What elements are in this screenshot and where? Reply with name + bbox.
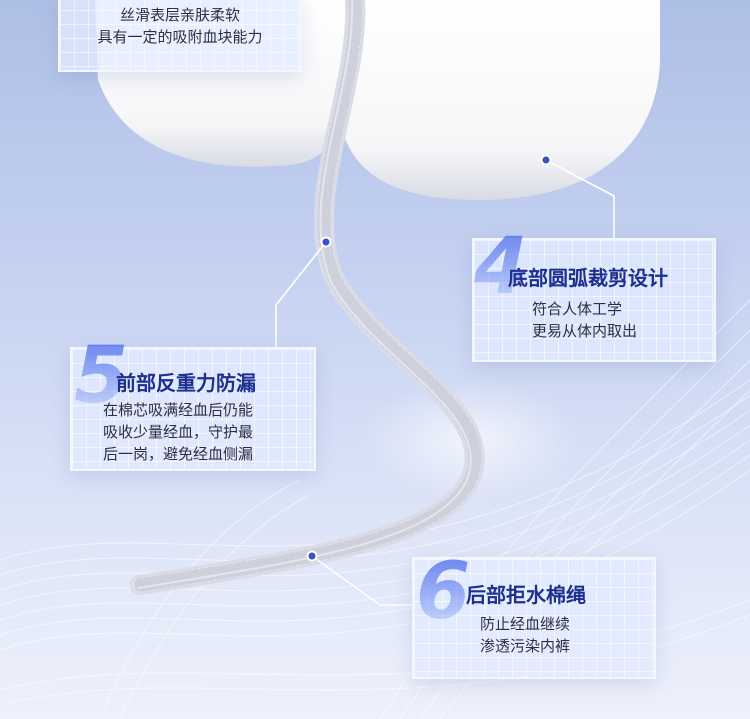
feature-5-line-2: 吸收少量经血，守护最 — [103, 423, 254, 441]
feature-card-top: 丝滑表层亲肤柔软 具有一定的吸附血块能力 — [58, 0, 302, 72]
feature-card-4: 4 底部圆弧裁剪设计 符合人体工学 更易从体内取出 — [472, 228, 716, 362]
anchor-dots — [306, 154, 552, 562]
feature-5-number: 5 — [74, 331, 129, 421]
feature-4-line-2: 更易从体内取出 — [532, 322, 638, 340]
feature-6-title: 后部拒水棉绳 — [466, 583, 586, 607]
feature-6-line-1: 防止经血继续 — [480, 615, 571, 633]
feature-5-line-3: 后一岗，避免经血侧漏 — [103, 445, 254, 463]
feature-top-line-1: 丝滑表层亲肤柔软 — [119, 6, 240, 24]
feature-6-number: 6 — [416, 547, 471, 637]
feature-6-line-2: 渗透污染内裤 — [480, 637, 571, 655]
feature-5-line-1: 在棉芯吸满经血后仍能 — [103, 401, 254, 419]
connector-lines — [275, 159, 615, 606]
tampon-string — [130, 0, 485, 595]
feature-5-title: 前部反重力防漏 — [116, 371, 256, 395]
feature-4-number: 4 — [474, 222, 529, 312]
feature-top-line-2: 具有一定的吸附血块能力 — [97, 28, 263, 46]
feature-4-title: 底部圆弧裁剪设计 — [508, 266, 668, 290]
feature-card-6: 6 后部拒水棉绳 防止经血继续 渗透污染内裤 — [412, 553, 656, 679]
feature-card-5: 5 前部反重力防漏 在棉芯吸满经血后仍能 吸收少量经血，守护最 后一岗，避免经血… — [70, 337, 316, 471]
feature-4-line-1: 符合人体工学 — [532, 300, 623, 318]
